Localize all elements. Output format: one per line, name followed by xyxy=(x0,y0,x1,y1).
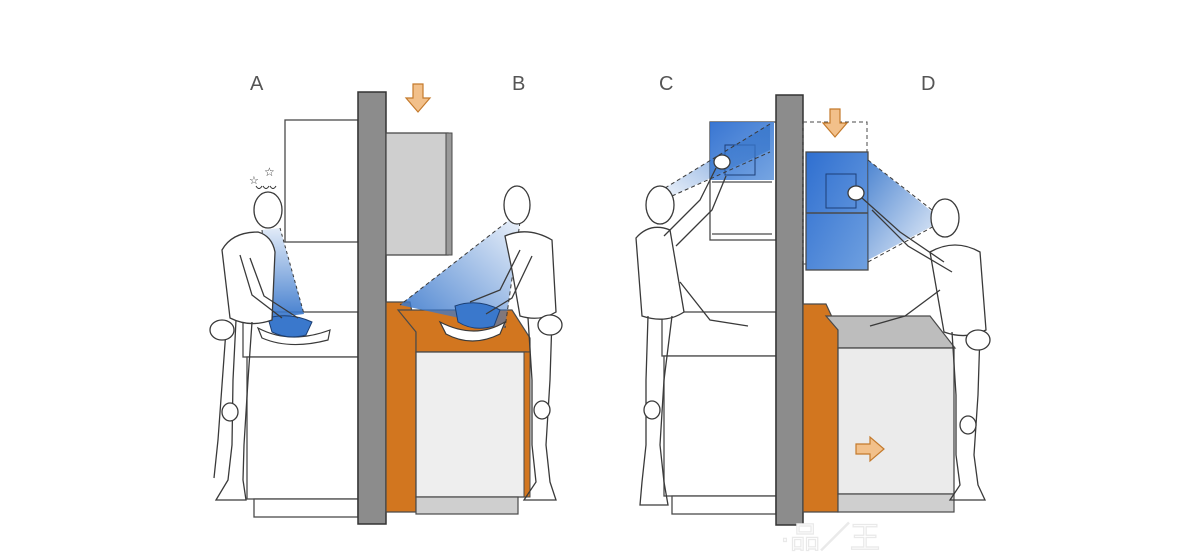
wall-left xyxy=(357,91,387,525)
c-countertop xyxy=(661,311,777,357)
right-arrow-icon xyxy=(855,435,885,463)
a-base-cabinet xyxy=(246,356,359,500)
b-sight-beam xyxy=(400,218,520,328)
wall-right xyxy=(775,94,804,526)
watermark-text: ·品／王 xyxy=(780,522,880,555)
b-base-cabinet xyxy=(415,351,527,498)
d-counter-orange xyxy=(802,303,839,513)
svg-text:☆: ☆ xyxy=(249,174,259,187)
dizzy-stars-icon: ☆ ☆ xyxy=(249,165,277,189)
panel-label-d: D xyxy=(921,73,935,95)
figure-a xyxy=(209,191,299,501)
scene-a-b: ☆ ☆ xyxy=(209,83,563,525)
figure-c xyxy=(635,154,749,506)
panel-label-c: C xyxy=(659,73,673,95)
b-counter-orange xyxy=(385,301,417,513)
panel-label-a: A xyxy=(250,73,264,95)
figure-b xyxy=(469,185,563,501)
svg-text:☆: ☆ xyxy=(264,165,275,179)
b-plinth xyxy=(415,496,519,515)
d-base-cabinet xyxy=(837,347,955,495)
c-plinth xyxy=(671,495,777,515)
b-upper-cabinet xyxy=(385,132,449,256)
d-wall-cabinet xyxy=(805,151,869,271)
panel-label-b: B xyxy=(512,73,525,95)
a-plinth xyxy=(253,498,359,518)
c-base-cabinet xyxy=(663,355,777,497)
scene-c-d xyxy=(635,94,991,526)
down-arrow-icon xyxy=(821,108,849,138)
down-arrow-icon xyxy=(404,83,432,113)
d-sight-beam xyxy=(868,160,940,260)
a-upper-cabinet xyxy=(284,119,359,243)
figure-d xyxy=(847,185,991,501)
